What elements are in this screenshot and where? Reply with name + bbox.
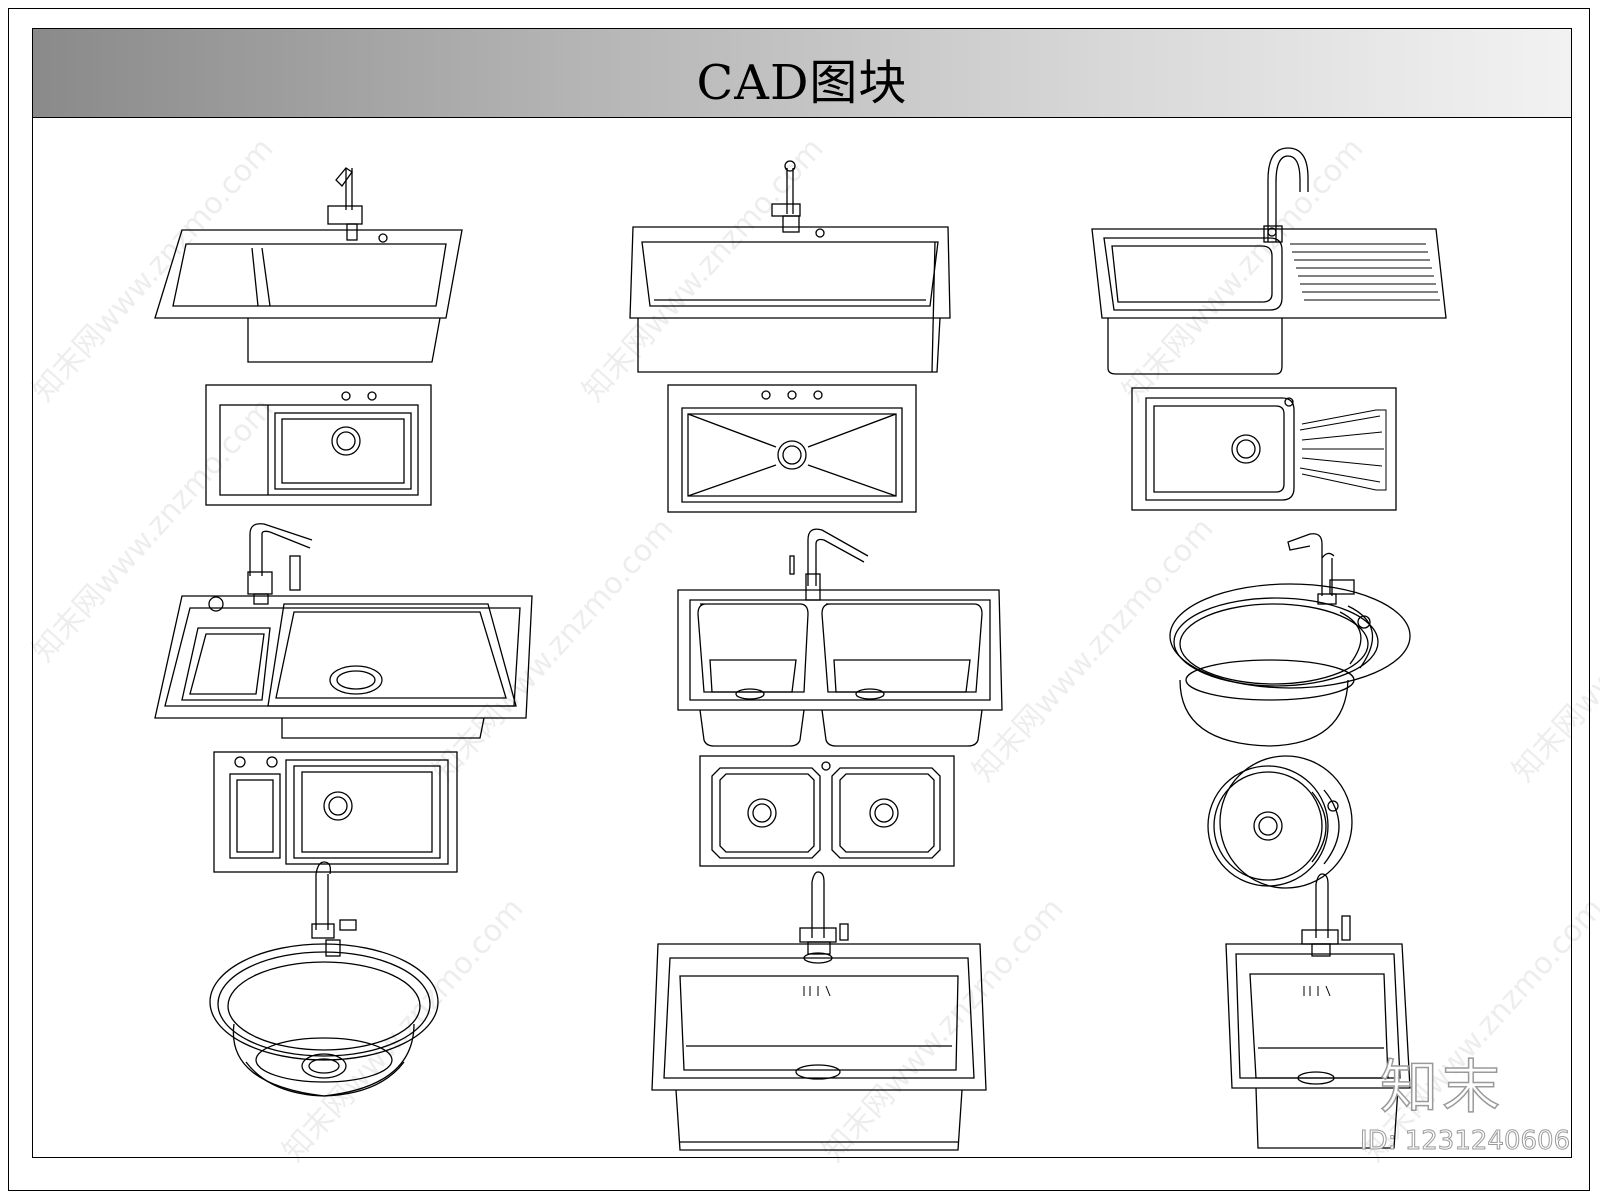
sink-bowl-with-ribbed-drainer-plan <box>1131 387 1397 511</box>
sink-round-bowl-with-wing-plan <box>1207 755 1353 889</box>
sink-small-square-bowl-perspective <box>1225 873 1411 1149</box>
page-title: CAD图块 <box>696 55 908 111</box>
outer-frame <box>8 8 1590 1191</box>
sink-round-bowl-perspective <box>209 861 439 1097</box>
sink-double-bowl-plan <box>699 755 955 867</box>
sink-single-bowl-with-drainboard-perspective <box>154 167 463 363</box>
sink-multi-function-single-bowl-plan <box>213 751 458 873</box>
sink-bowl-with-ribbed-drainer-perspective <box>1091 147 1447 375</box>
title-bar: CAD图块 <box>33 29 1571 118</box>
sink-double-bowl-perspective <box>677 528 1003 747</box>
sink-rectangular-single-bowl-plan <box>667 384 917 513</box>
sink-multi-function-single-bowl-perspective <box>154 523 533 739</box>
sink-round-bowl-with-wing-perspective <box>1169 533 1411 747</box>
inner-frame: CAD图块 <box>32 28 1572 1158</box>
sink-rectangular-single-bowl-perspective <box>629 160 951 373</box>
brand-logo: 知末 <box>1379 1052 1505 1122</box>
sink-single-bowl-with-drainboard-plan <box>205 384 432 506</box>
sink-large-undermount-bowl-perspective <box>651 871 987 1151</box>
id-label: ID: 1231240606 <box>1359 1126 1571 1157</box>
